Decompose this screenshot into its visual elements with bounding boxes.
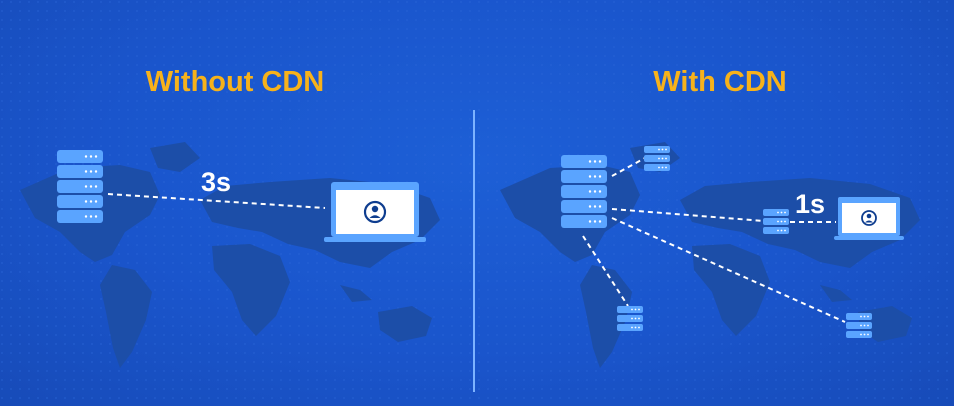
connection-line-edge-1: [611, 157, 646, 177]
edge-server-icon: [846, 313, 872, 338]
connection-line-origin-to-client: [107, 193, 326, 209]
connection-line-edge-3: [611, 217, 846, 323]
panel-title-with-cdn: With CDN: [653, 66, 787, 98]
origin-server-icon: [57, 150, 103, 223]
cdn-connection-lines: [582, 157, 846, 323]
connection-line-edge-4: [582, 235, 629, 307]
panel-title-without-cdn: Without CDN: [145, 66, 325, 98]
origin-server-icon: [561, 155, 607, 228]
connection-line-edge-2: [611, 208, 765, 222]
laptop-user-icon: [834, 197, 904, 240]
edge-server-icon: [644, 146, 670, 171]
latency-label-with-cdn: 1s: [795, 189, 826, 219]
edge-server-icon: [617, 306, 643, 331]
laptop-user-icon: [324, 182, 426, 242]
edge-server-icon: [763, 209, 789, 234]
latency-label-without-cdn: 3s: [201, 167, 232, 197]
